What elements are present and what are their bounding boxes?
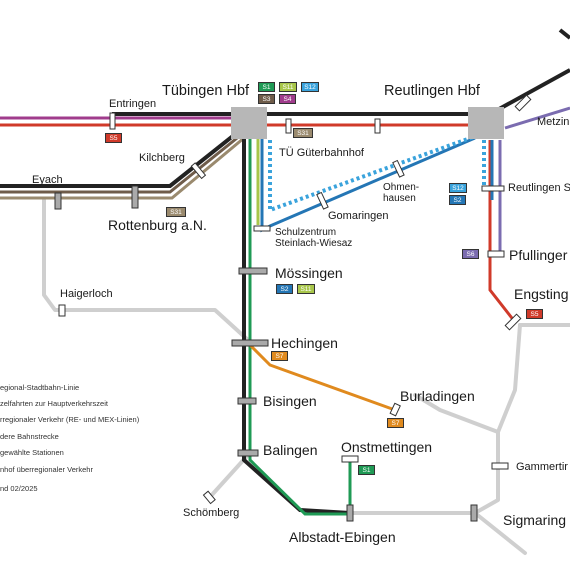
- label-pfullingen: Pfullinger: [509, 247, 568, 263]
- line-trunk-north: [558, 28, 570, 40]
- label-rottenburg: Rottenburg a.N.: [108, 217, 207, 233]
- marker-kilchberg: [190, 162, 207, 180]
- label-tuebingen-hbf: Tübingen Hbf: [162, 83, 250, 99]
- reutlingen-hub: [468, 107, 504, 139]
- marker-sigmaringen: [470, 504, 478, 522]
- legend-item: rregionaler Verkehr (RE- und MEX-Linien): [0, 415, 140, 424]
- marker-gueterbahnhof: [285, 118, 292, 134]
- marker-metzingen: [514, 94, 532, 112]
- label-moessingen: Mössingen: [275, 265, 343, 281]
- badge-s31-rottenburg: S31: [166, 207, 186, 217]
- marker-ohmenhausen: [392, 159, 405, 178]
- marker-hechingen: [231, 339, 269, 347]
- station-markers: [54, 94, 532, 522]
- label-gammertingen: Gammertir: [516, 461, 568, 473]
- badge-s12-reutlingen: S12: [449, 183, 467, 193]
- label-reutlingen-sued: Reutlingen S: [508, 182, 570, 194]
- badge-s4-tuebingen: S4: [279, 94, 296, 104]
- badge-s12-tuebingen: S12: [301, 82, 319, 92]
- marker-burladingen: [389, 402, 401, 417]
- label-engstingen: Engsting: [514, 286, 569, 302]
- tuebingen-hub: [231, 107, 267, 139]
- label-hechingen: Hechingen: [271, 335, 338, 351]
- line-trunk-metzingen: [489, 68, 570, 116]
- badge-s7-burladingen: S7: [387, 418, 404, 428]
- label-sigmaringen: Sigmaring: [503, 512, 567, 528]
- label-gomaringen: Gomaringen: [328, 210, 389, 222]
- label-ohmenhausen: Ohmen- hausen: [383, 182, 420, 204]
- marker-onstmettingen: [341, 455, 359, 463]
- marker-pfullingen: [487, 250, 505, 258]
- line-trunk-south: [242, 135, 351, 515]
- badge-s31-gueterbahnhof: S31: [293, 128, 313, 138]
- line-balingen-schoemberg: [208, 453, 250, 499]
- label-balingen: Balingen: [263, 442, 318, 458]
- line-s5-south: [488, 140, 517, 323]
- label-metzingen: Metzin: [537, 116, 570, 128]
- marker-schulzentrum: [253, 225, 271, 232]
- label-albstadt-ebingen: Albstadt-Ebingen: [289, 529, 396, 545]
- marker-schoemberg: [202, 490, 216, 505]
- label-tue-gueterbahnhof: TÜ Güterbahnhof: [279, 147, 364, 159]
- badge-s1-onstmettingen: S1: [358, 465, 375, 475]
- label-entringen: Entringen: [109, 98, 157, 110]
- legend-item: nhof überregionaler Verkehr: [0, 465, 93, 474]
- legend-item: dere Bahnstrecke: [0, 432, 59, 441]
- badge-s1-tuebingen: S1: [258, 82, 275, 92]
- label-reutlingen-hbf: Reutlingen Hbf: [384, 83, 480, 99]
- line-s4-metzingen: [504, 106, 570, 130]
- badge-s6-pfullingen: S6: [462, 249, 479, 259]
- line-trunk-eyach: [0, 122, 250, 188]
- badge-s3-tuebingen: S3: [258, 94, 275, 104]
- line-eyach-haigerloch-hechingen: [42, 198, 250, 342]
- badge-s2-reutlingen: S2: [449, 195, 466, 205]
- marker-rottenburg: [131, 185, 139, 209]
- marker-reutlingen-sued: [481, 185, 505, 192]
- marker-eyach: [54, 192, 62, 210]
- marker-tue-reut: [374, 118, 381, 134]
- badge-s11-tuebingen: S11: [279, 82, 297, 92]
- label-schulzentrum: Schulzentrum Steinlach-Wiesaz: [275, 227, 353, 249]
- badge-s7-hechingen: S7: [271, 351, 288, 361]
- line-burladingen-gammertingen: [413, 393, 500, 515]
- label-schoemberg: Schömberg: [183, 507, 240, 519]
- label-eyach: Eyach: [32, 174, 63, 186]
- badge-s5-engstingen: S5: [526, 309, 543, 319]
- legend-item: nd 02/2025: [0, 484, 38, 493]
- line-s7: [248, 343, 396, 412]
- badge-s11-moessingen: S11: [297, 284, 315, 294]
- marker-entringen: [109, 112, 116, 130]
- label-kilchberg: Kilchberg: [139, 152, 185, 164]
- marker-haigerloch: [58, 304, 66, 317]
- marker-moessingen: [238, 267, 268, 275]
- marker-gammertingen: [491, 462, 509, 470]
- line-s3-eyach: [0, 124, 253, 194]
- label-haigerloch: Haigerloch: [60, 288, 113, 300]
- marker-gomaringen: [316, 191, 329, 210]
- legend-item: zelfahrten zur Hauptverkehrszeit: [0, 399, 108, 408]
- marker-albstadt: [346, 504, 354, 522]
- marker-balingen: [237, 449, 259, 457]
- badge-s5-entringen: S5: [105, 133, 122, 143]
- line-s1-south: [248, 135, 350, 516]
- marker-bisingen: [237, 397, 257, 405]
- label-burladingen: Burladingen: [400, 388, 475, 404]
- label-bisingen: Bisingen: [263, 393, 317, 409]
- marker-engstingen: [504, 313, 522, 331]
- legend-item: egional-Stadtbahn-Linie: [0, 383, 80, 392]
- badge-s2-moessingen: S2: [276, 284, 293, 294]
- label-onstmettingen: Onstmettingen: [341, 439, 433, 455]
- line-engstingen-gammertingen: [496, 323, 522, 434]
- legend-item: gewählte Stationen: [0, 448, 64, 457]
